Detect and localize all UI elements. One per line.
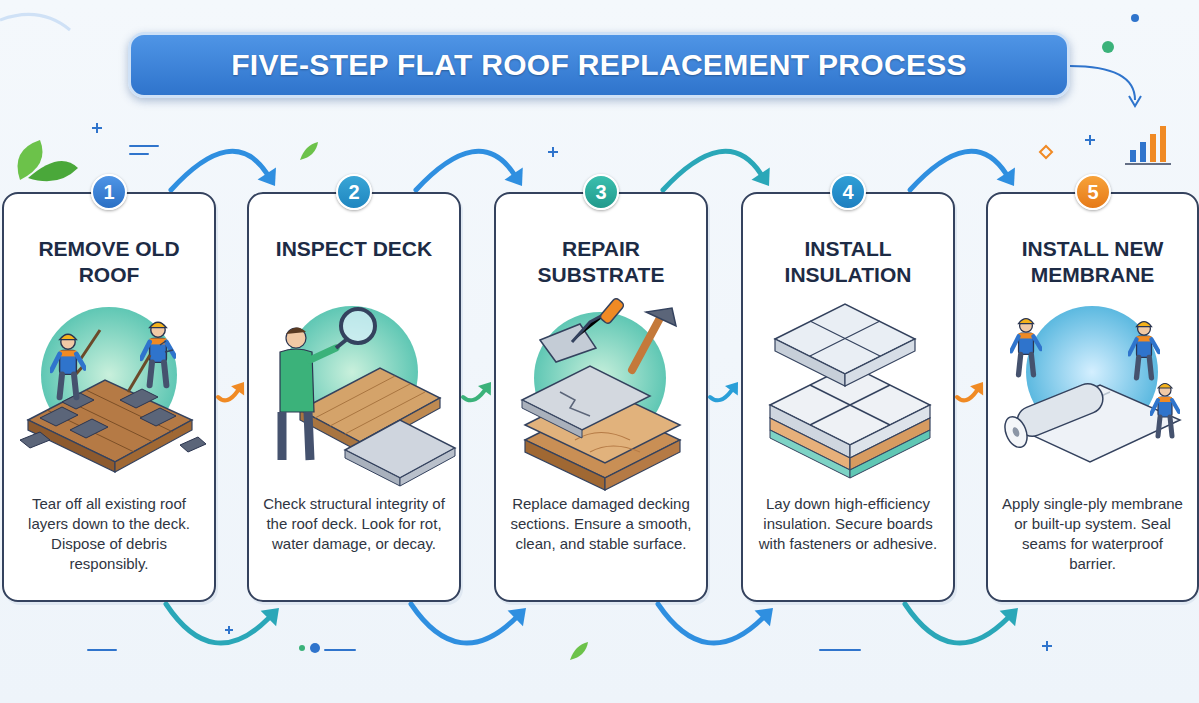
flow-arrow <box>416 151 523 190</box>
title-banner: FIVE-STEP FLAT ROOF REPLACEMENT PROCESS <box>128 32 1070 98</box>
step-number-circle: 1 <box>91 174 127 210</box>
step-number-circle: 3 <box>583 174 619 210</box>
arrow-head <box>231 382 244 396</box>
step-number: 3 <box>595 181 606 204</box>
step-number-circle: 2 <box>336 174 372 210</box>
step-number: 5 <box>1087 181 1098 204</box>
step-number-circle: 4 <box>830 174 866 210</box>
arrow-head <box>261 608 279 626</box>
step-card: INSTALL INSULATION Lay down high-efficien… <box>741 192 955 602</box>
step-heading: REMOVE OLD ROOF <box>14 236 204 288</box>
flow-arrow <box>957 382 983 400</box>
arrow-line <box>663 151 761 190</box>
arrow-line <box>218 391 238 400</box>
arrow-line <box>171 151 267 190</box>
arrow-line <box>910 151 1006 190</box>
step-card: REPAIR SUBSTRATE Replace damaged decking … <box>494 192 708 602</box>
step-card: REMOVE OLD ROOF Tear off all existing roo… <box>2 192 216 602</box>
arrow-head <box>752 167 770 186</box>
arrow-head <box>755 608 773 626</box>
arrow-head <box>505 167 523 186</box>
step-description: Check structural integrity of the roof d… <box>261 494 447 554</box>
flow-arrow <box>658 604 773 643</box>
flow-arrow <box>166 604 279 643</box>
flow-arrow <box>463 382 491 400</box>
flow-arrow <box>710 382 738 400</box>
step-description: Tear off all existing roof layers down t… <box>16 494 202 574</box>
flow-arrow <box>663 151 770 190</box>
step-number-circle: 5 <box>1075 174 1111 210</box>
arrow-line <box>905 604 1007 643</box>
flow-arrow <box>910 151 1015 190</box>
step-heading: INSTALL NEW MEMBRANE <box>998 236 1187 288</box>
arrow-head <box>970 382 983 396</box>
arrow-line <box>166 604 268 643</box>
arrow-head <box>1000 608 1018 626</box>
step-number: 4 <box>842 181 853 204</box>
step-heading: INSPECT DECK <box>259 236 449 262</box>
step-number: 1 <box>103 181 114 204</box>
arrow-line <box>957 391 977 400</box>
step-description: Replace damaged decking sections. Ensure… <box>508 494 694 554</box>
step-description: Apply single-ply membrane or built-up sy… <box>1000 494 1185 574</box>
arrow-line <box>463 391 484 401</box>
arrow-line <box>658 604 762 643</box>
diagram-title: FIVE-STEP FLAT ROOF REPLACEMENT PROCESS <box>231 48 967 82</box>
step-card: INSPECT DECK Check structural integrity o… <box>247 192 461 602</box>
flow-arrow <box>411 604 526 643</box>
step-description: Lay down high-efficiency insulation. Sec… <box>755 494 941 554</box>
arrow-line <box>710 391 731 401</box>
arrow-head <box>258 167 276 186</box>
flow-arrow <box>905 604 1018 643</box>
step-card: INSTALL NEW MEMBRANE Apply single-ply mem… <box>986 192 1199 602</box>
arrow-line <box>411 604 515 643</box>
arrow-head <box>997 167 1015 186</box>
step-heading: INSTALL INSULATION <box>753 236 943 288</box>
arrow-head <box>725 382 738 396</box>
arrow-line <box>416 151 514 190</box>
step-heading: REPAIR SUBSTRATE <box>506 236 696 288</box>
arrow-head <box>508 608 526 626</box>
step-number: 2 <box>348 181 359 204</box>
flow-arrow <box>171 151 276 190</box>
arrow-head <box>478 382 491 396</box>
flow-arrow <box>218 382 244 400</box>
